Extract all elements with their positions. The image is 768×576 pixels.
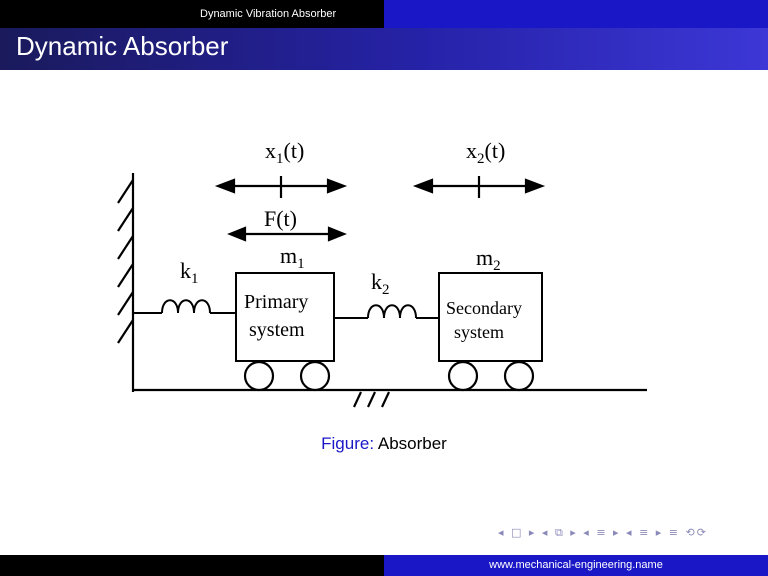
force-arrow [227,226,347,242]
caption-text: Absorber [377,434,447,453]
m2-label: m2 [476,245,501,274]
secondary-mass-box [438,272,543,362]
x2-displacement-arrow [412,176,546,198]
x1-displacement-arrow [214,176,348,198]
fixed-wall [117,173,135,392]
x2-label: x2(t) [466,138,505,167]
footer-url: www.mechanical-engineering.name [489,559,663,571]
beamer-navigation-icons[interactable]: ◂ □ ▸ ◂ ⧉ ▸ ◂ ≡ ▸ ◂ ≡ ▸ ≡ ⟲⟳ [498,526,708,539]
primary-wheel-right [299,360,331,392]
section-title[interactable]: Dynamic Vibration Absorber [200,8,337,20]
k2-label: k2 [371,269,390,298]
m1-label: m1 [280,243,305,272]
k1-label: k1 [180,258,199,287]
figure-caption: Figure: Absorber [0,434,768,454]
spring-k1 [133,299,236,314]
header-bar-right [384,0,768,28]
ground [133,388,647,408]
primary-label-line1: Primary [244,291,308,313]
spring-k2 [334,304,439,319]
secondary-wheel-left [447,360,479,392]
x1-label: x1(t) [265,138,304,167]
caption-prefix: Figure: [321,434,375,453]
secondary-label-line1: Secondary [446,298,522,318]
wheels [243,360,535,392]
force-label: F(t) [264,206,297,231]
primary-label-line2: system [249,319,305,341]
secondary-label-line2: system [454,322,504,342]
footer-bar-right [384,555,768,576]
secondary-wheel-right [503,360,535,392]
primary-mass-box [235,272,335,362]
footer-bar-left [0,555,384,576]
primary-wheel-left [243,360,275,392]
frame-title-bar [0,28,768,70]
frame-title: Dynamic Absorber [16,31,229,61]
